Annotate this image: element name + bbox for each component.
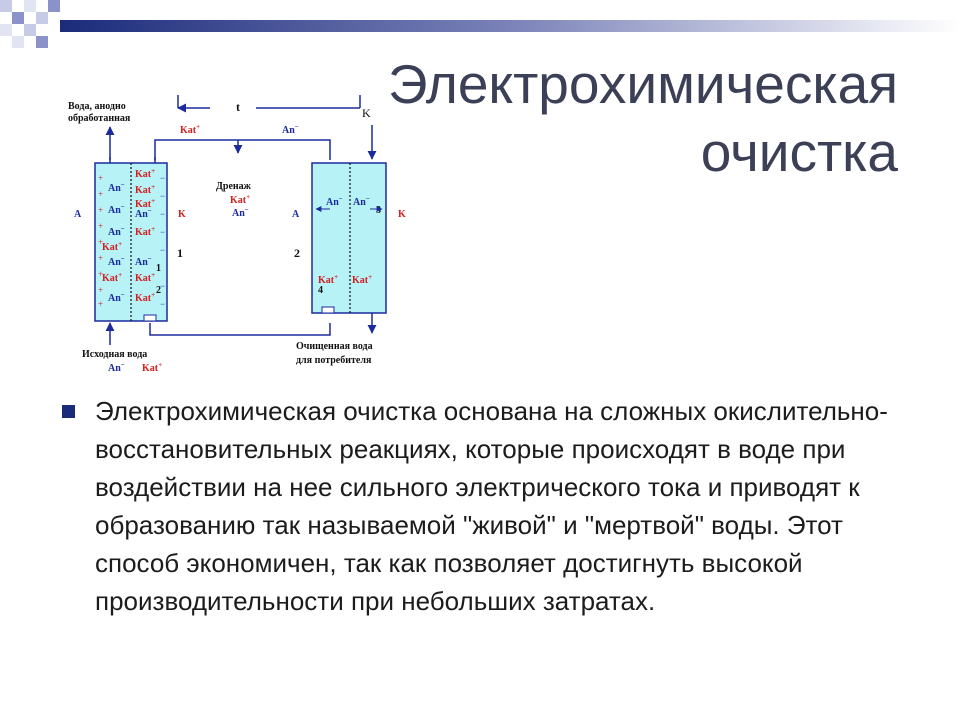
label-n4: 4 — [318, 285, 323, 296]
label-n3: 3 — [376, 205, 381, 216]
svg-text:Kat+: Kat+ — [318, 273, 338, 286]
cell-2-valve — [321, 306, 335, 314]
title-line-2: очистка — [700, 121, 898, 183]
ion-an-drain: An− — [232, 206, 249, 219]
cell-1 — [94, 162, 168, 322]
label-n1: 1 — [156, 263, 161, 274]
ion-an-source: An− — [108, 361, 125, 374]
label-a-2: A — [292, 209, 300, 220]
label-cell-1: 1 — [177, 246, 183, 260]
svg-text:−: − — [160, 173, 165, 183]
label-clean-water-2: для потребителя — [296, 355, 372, 366]
title-line-1: Электрохимическая — [388, 53, 898, 115]
svg-text:An−: An− — [135, 255, 152, 268]
label-anode-water-2: обработанная — [68, 113, 131, 124]
cell-2 — [311, 162, 387, 314]
label-clean-water-1: Очищенная вода — [296, 341, 373, 352]
svg-text:Kat+: Kat+ — [102, 271, 122, 284]
svg-text:An−: An− — [108, 225, 125, 238]
label-drain: Дренаж — [216, 181, 252, 192]
body-paragraph: Электрохимическая очистка основана на сл… — [95, 396, 888, 616]
svg-text:+: + — [98, 285, 103, 295]
cell-2-ions: An− An− Kat+ Kat+ — [318, 195, 372, 286]
svg-text:Kat+: Kat+ — [135, 225, 155, 238]
svg-text:+: + — [98, 237, 103, 247]
svg-text:+: + — [98, 189, 103, 199]
svg-text:−: − — [160, 245, 165, 255]
electrochemical-diagram: Вода, анодно обработанная t K Kat+ An− Д… — [68, 95, 406, 374]
svg-text:Kat+: Kat+ — [135, 197, 155, 210]
svg-text:−: − — [160, 299, 165, 309]
anode-plus-signs: + + + + + + + + + — [98, 173, 103, 309]
svg-text:Kat+: Kat+ — [102, 240, 122, 253]
svg-text:−: − — [160, 191, 165, 201]
svg-text:+: + — [98, 269, 103, 279]
svg-text:+: + — [98, 173, 103, 183]
ion-kat-top: Kat+ — [180, 123, 200, 136]
svg-text:−: − — [160, 281, 165, 291]
svg-text:Kat+: Kat+ — [135, 291, 155, 304]
pipe-connector — [154, 139, 331, 160]
ion-kat-drain: Kat+ — [230, 193, 250, 206]
svg-text:−: − — [160, 227, 165, 237]
svg-text:+: + — [98, 221, 103, 231]
label-k-top: K — [362, 106, 371, 120]
svg-text:Kat+: Kat+ — [135, 271, 155, 284]
svg-text:+: + — [98, 299, 103, 309]
ion-kat-source: Kat+ — [142, 361, 162, 374]
label-t: t — [236, 100, 240, 114]
label-k-1: K — [178, 209, 186, 220]
svg-text:An−: An− — [108, 203, 125, 216]
body-text-block: Электрохимическая очистка основана на сл… — [62, 392, 912, 620]
label-k-2: K — [398, 209, 406, 220]
svg-text:An−: An− — [326, 195, 343, 208]
header-decoration — [0, 0, 960, 48]
label-anode-water-1: Вода, анодно — [68, 101, 126, 112]
cell-1-ions: An− An− An− An− Kat+ Kat+ An− Kat+ Kat+ … — [102, 167, 155, 304]
svg-text:Kat+: Kat+ — [352, 273, 372, 286]
svg-text:Kat+: Kat+ — [135, 183, 155, 196]
svg-text:An−: An− — [108, 255, 125, 268]
svg-text:An−: An− — [108, 291, 125, 304]
label-source-water: Исходная вода — [82, 349, 147, 360]
svg-text:An−: An− — [353, 195, 370, 208]
bullet-square-icon — [62, 405, 75, 418]
svg-text:An−: An− — [135, 207, 152, 220]
svg-text:Kat+: Kat+ — [135, 167, 155, 180]
label-a-1: A — [74, 209, 82, 220]
svg-text:+: + — [98, 253, 103, 263]
label-n2: 2 — [156, 285, 161, 296]
svg-text:+: + — [98, 205, 103, 215]
cathode-minus-signs-1: − − − − − − − — [160, 173, 165, 309]
svg-text:−: − — [160, 209, 165, 219]
slide-title: Электрохимическая очистка — [338, 50, 898, 186]
ion-an-top: An− — [282, 123, 299, 136]
label-cell-2: 2 — [294, 246, 300, 260]
cell-1-valve — [143, 314, 157, 322]
svg-text:An−: An− — [108, 181, 125, 194]
